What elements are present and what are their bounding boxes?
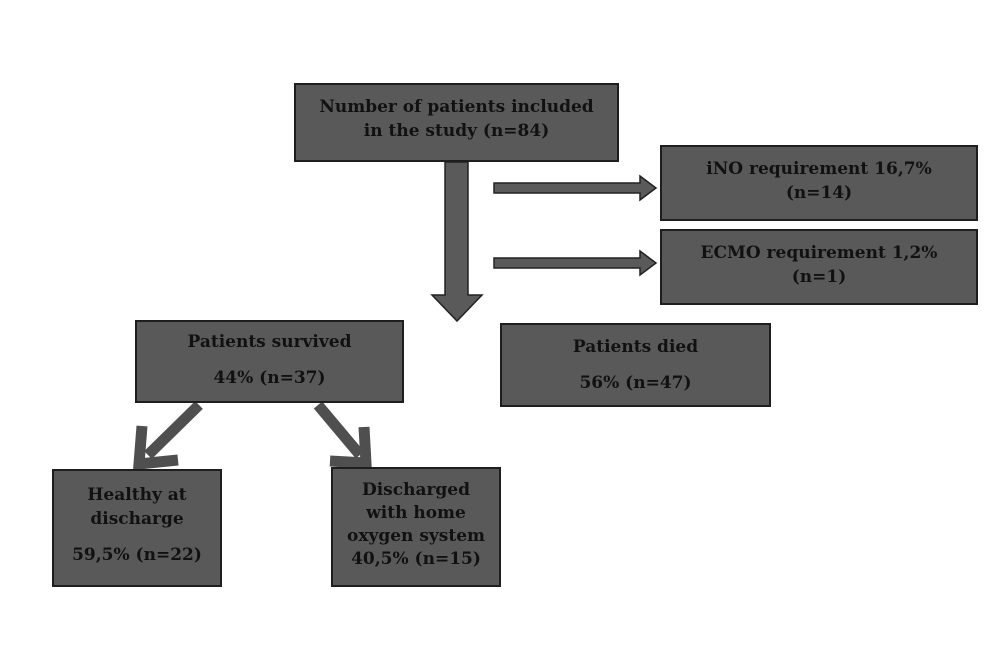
healthy-line2: discharge (90, 509, 184, 529)
discharged-home-oxygen-box: Discharged with home oxygen system 40,5%… (331, 467, 501, 587)
patients-died-line2: 56% (n=47) (579, 373, 692, 393)
right-arrow-ecmo (493, 249, 658, 277)
diagonal-arrow-home-oxygen (313, 401, 372, 469)
home-oxygen-line3: oxygen system (346, 526, 485, 546)
ino-requirement-line2: (n=14) (785, 183, 853, 203)
patients-died-box: Patients died 56% (n=47) (500, 323, 771, 407)
patients-survived-line1: Patients survived (187, 332, 352, 352)
home-oxygen-line4: 40,5% (n=15) (351, 549, 481, 569)
healthy-line1: Healthy at (87, 485, 187, 505)
patients-survived-line2: 44% (n=37) (213, 368, 326, 388)
diagonal-arrow-healthy (132, 401, 203, 471)
patients-included-line1: Number of patients included (319, 97, 594, 117)
ino-requirement-line1: iNO requirement 16,7% (706, 159, 932, 179)
ecmo-requirement-box: ECMO requirement 1,2% (n=1) (660, 229, 978, 305)
right-arrow-ino (493, 174, 658, 202)
patients-included-box: Number of patients included in the study… (294, 83, 619, 162)
healthy-line3: 59,5% (n=22) (72, 545, 202, 565)
ecmo-requirement-line1: ECMO requirement 1,2% (700, 243, 938, 263)
home-oxygen-line1: Discharged (361, 480, 471, 500)
patients-included-line2: in the study (n=84) (363, 121, 550, 141)
healthy-at-discharge-box: Healthy at discharge 59,5% (n=22) (52, 469, 222, 587)
ecmo-requirement-line2: (n=1) (791, 267, 847, 287)
down-arrow (430, 161, 484, 323)
home-oxygen-line2: with home (366, 503, 466, 523)
patients-died-line1: Patients died (572, 337, 699, 357)
ino-requirement-box: iNO requirement 16,7% (n=14) (660, 145, 978, 221)
patients-survived-box: Patients survived 44% (n=37) (135, 320, 404, 403)
